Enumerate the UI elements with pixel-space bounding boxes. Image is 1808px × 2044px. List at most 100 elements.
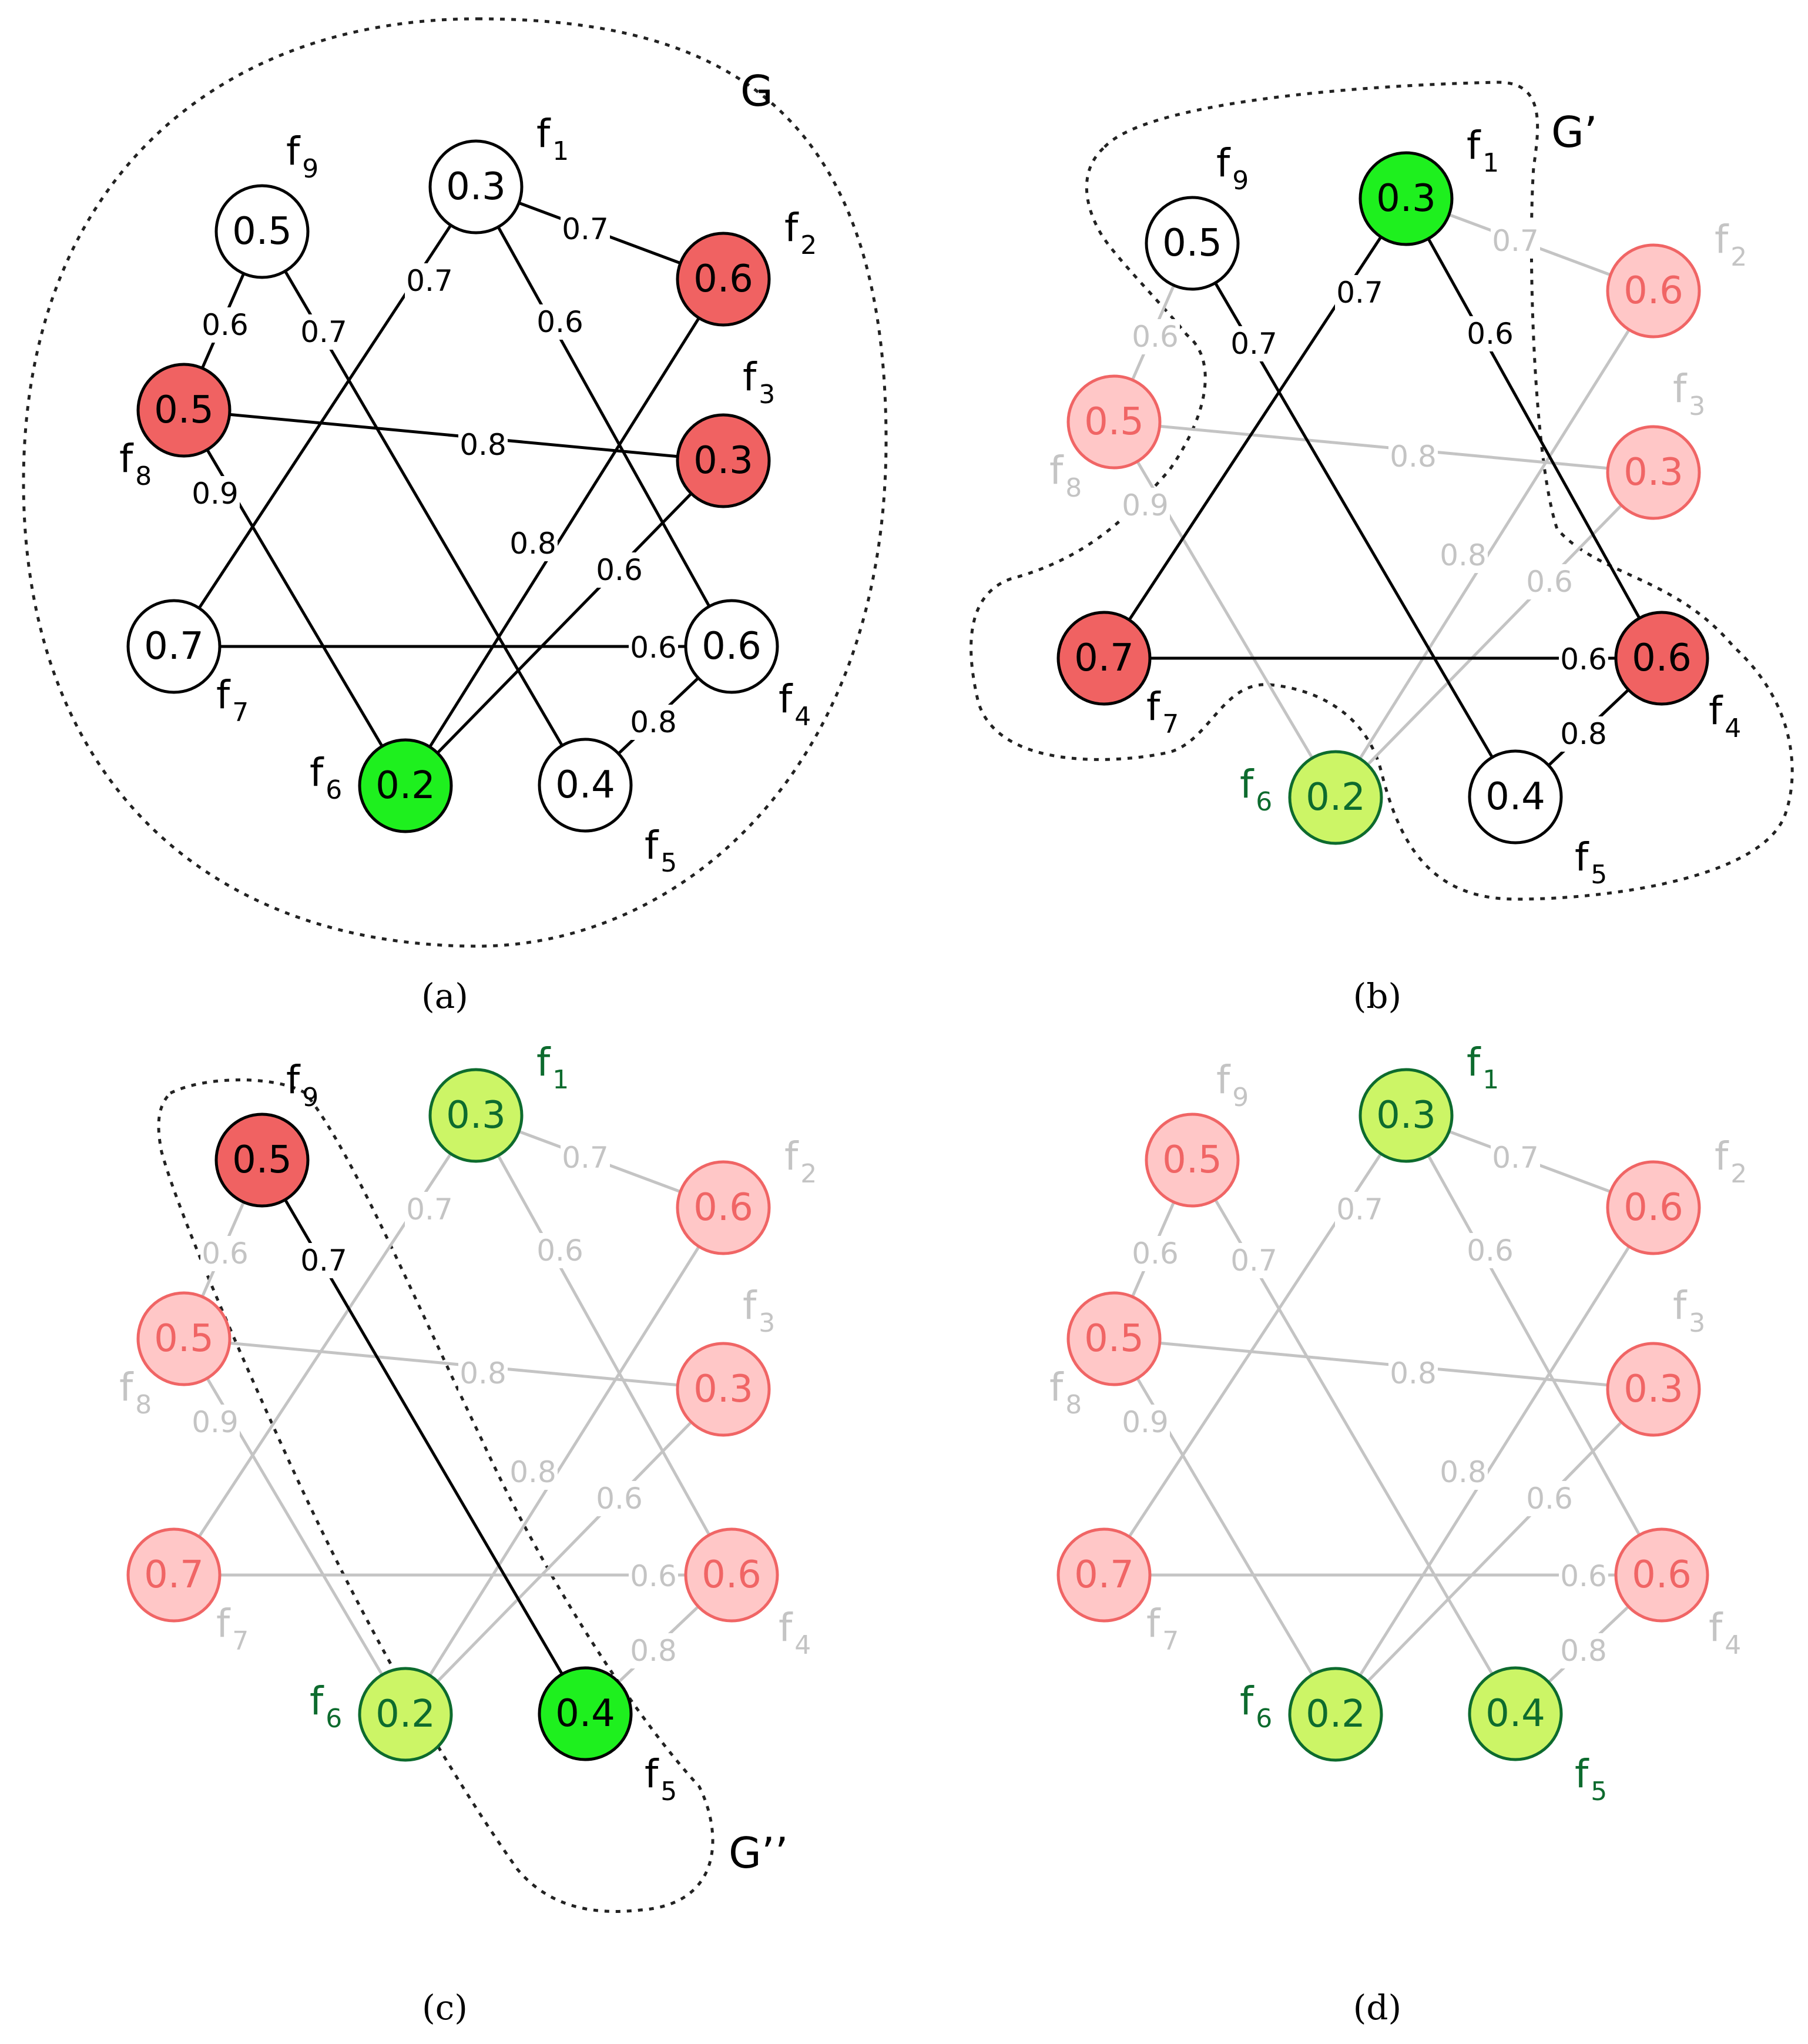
node-f5: 0.4f5 (1468, 1666, 1607, 1807)
edge-label-bg (1438, 1455, 1488, 1490)
node-subscript: 1 (552, 136, 569, 166)
edge-line (183, 408, 724, 463)
node-value: 0.3 (1623, 1368, 1683, 1411)
node-name: f (1467, 123, 1481, 168)
node-value: 0.7 (144, 1553, 204, 1597)
node-name-label: f9 (1216, 1057, 1249, 1113)
node-name: f (1715, 217, 1729, 262)
node-name-label: f2 (784, 1134, 817, 1189)
edge-weight-label: 0.8 (630, 705, 677, 739)
edge-f3-f6: 0.6 (1334, 471, 1655, 799)
node-f3: 0.3f3 (676, 354, 775, 508)
edge-weight-label: 0.6 (202, 308, 249, 342)
group-boundary (157, 1078, 715, 1913)
node-value: 0.4 (1485, 775, 1545, 819)
node-name-label: f2 (784, 205, 817, 260)
edge-label-bg (1525, 564, 1574, 599)
node-value: 0.5 (1084, 400, 1144, 444)
node-value: 0.5 (1084, 1317, 1144, 1361)
edge-f8-f6: 0.9 (1112, 1338, 1337, 1715)
edge-f1-f4: 0.6 (474, 186, 733, 648)
node-circle (1468, 1666, 1563, 1761)
node-subscript: 8 (1065, 473, 1082, 503)
node-name: f (1049, 1365, 1064, 1410)
node-subscript: 2 (1730, 242, 1747, 272)
node-name-label: f4 (1709, 1605, 1741, 1660)
node-f3: 0.3f3 (676, 1283, 775, 1437)
group-label: G’’ (729, 1828, 789, 1878)
node-circle (136, 363, 232, 458)
edge-weight-label: 0.6 (1467, 317, 1514, 351)
edge-line (404, 1388, 724, 1715)
node-name: f (216, 1601, 231, 1646)
node-subscript: 5 (1591, 1777, 1607, 1807)
edge-weight-label: 0.7 (562, 1141, 609, 1175)
node-circle (1288, 1667, 1383, 1762)
edge-label-bg (405, 263, 454, 299)
edge-f1-f2: 0.7 (475, 1114, 724, 1209)
node-name: f (1673, 1283, 1688, 1328)
edge-label-bg (1335, 275, 1384, 310)
node-f1: 0.3f1 (1358, 123, 1499, 246)
node-name-label: f3 (743, 354, 775, 410)
node-name: f (286, 129, 301, 174)
node-name: f (1715, 1134, 1729, 1179)
edge-label-bg (1559, 716, 1608, 752)
node-f3: 0.3 f3 (1606, 366, 1705, 520)
panel-b: 0.60.70.80.90.80.60.70.70.60.60.80.3f10.… (970, 81, 1794, 1016)
group-label: G’ (1551, 108, 1598, 157)
edge-weight-label: 0.6 (1526, 1482, 1573, 1516)
node-name: f (1216, 140, 1231, 186)
node-name-label: f8 (119, 436, 152, 491)
node-name: f (779, 676, 793, 722)
node-name: f (743, 354, 757, 400)
edge-label-bg (629, 1633, 678, 1668)
edge-label-bg (1388, 1356, 1438, 1391)
node-circle (126, 1527, 222, 1623)
node-circle (684, 1527, 779, 1623)
edge-weight-label: 0.7 (1336, 276, 1383, 310)
edge-weight-label: 0.7 (300, 1244, 347, 1278)
node-name: f (1575, 1751, 1589, 1797)
edge-weight-label: 0.6 (536, 305, 583, 339)
edge-line (1334, 290, 1655, 799)
node-name: f (1146, 1601, 1161, 1646)
node-circle (1056, 611, 1152, 706)
edge-label-bg (299, 314, 348, 350)
node-f4: 0.6f4 (1614, 1527, 1741, 1660)
node-circle (428, 1068, 524, 1163)
node-name-label: f8 (1049, 448, 1082, 503)
edge-f7-f4: 0.6 (174, 630, 732, 665)
edge-f3-f6: 0.6 (404, 1388, 724, 1715)
edge-weight-label: 0.7 (1492, 1141, 1539, 1175)
node-f9: 0.5f9 (1145, 140, 1249, 291)
edge-label-bg (190, 1405, 240, 1440)
edge-weight-label: 0.7 (1230, 327, 1277, 361)
edge-label-bg (200, 307, 250, 343)
node-value: 0.3 (1623, 451, 1683, 494)
node-circle (428, 139, 524, 234)
node-subscript: 5 (660, 1777, 677, 1807)
node-name-label: f3 (1673, 366, 1705, 421)
panel-caption: (a) (421, 976, 468, 1016)
edge-line (404, 1207, 725, 1715)
node-f6: 0.2f6 (1240, 1667, 1383, 1762)
panel-caption: (d) (1353, 1988, 1401, 2028)
node-name-label: f1 (536, 1040, 569, 1095)
node-subscript: 7 (1162, 1626, 1179, 1656)
node-subscript: 6 (1256, 1704, 1272, 1734)
node-name-label: f3 (1673, 1283, 1705, 1338)
node-name-label: f6 (1240, 1678, 1272, 1734)
node-subscript: 2 (800, 230, 817, 260)
node-f1: 0.3f1 (428, 111, 569, 234)
edge-weight-label: 0.6 (596, 1482, 643, 1516)
node-subscript: 8 (135, 461, 152, 491)
node-circle (1614, 611, 1709, 706)
node-circle (1288, 750, 1383, 845)
node-value: 0.4 (555, 763, 615, 807)
node-value: 0.6 (702, 625, 762, 668)
edge-label-bg (1131, 1236, 1180, 1271)
edge-weight-label: 0.8 (1390, 1356, 1437, 1390)
